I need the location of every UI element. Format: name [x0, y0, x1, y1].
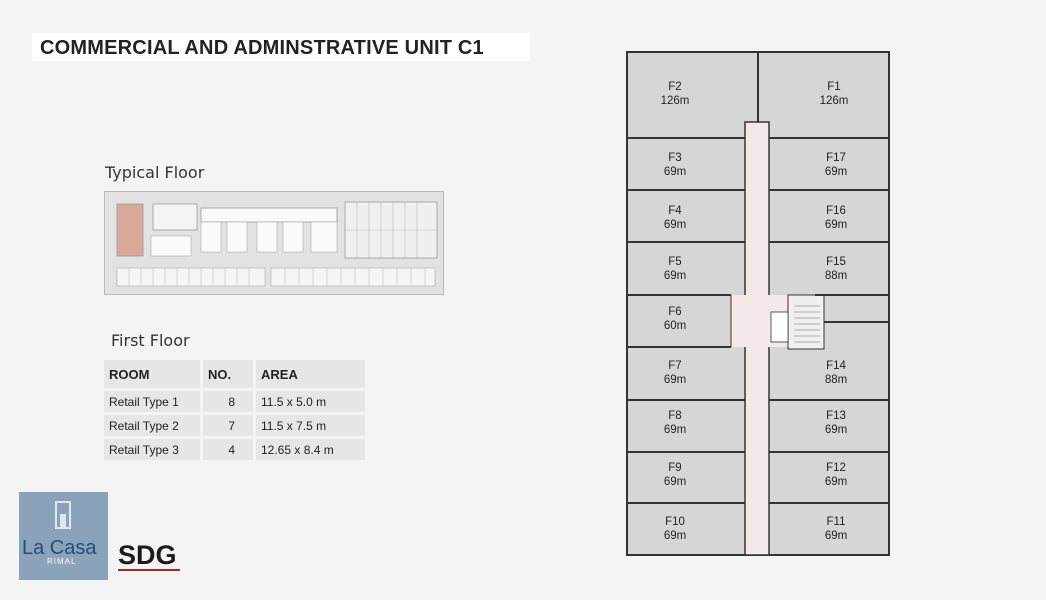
unit-label-f14: F14 [826, 360, 846, 372]
table-row: Retail Type 2 7 11.5 x 7.5 m [104, 415, 365, 436]
unit-area-f2: 126m [661, 95, 690, 107]
la-casa-wordmark: La Casa [22, 537, 97, 559]
unit-area-f4: 69m [664, 219, 686, 231]
cell-area: 12.65 x 8.4 m [253, 439, 365, 460]
unit-label-f4: F4 [668, 205, 682, 217]
unit-label-f11: F11 [827, 516, 846, 528]
unit-label-f7: F7 [668, 360, 681, 372]
sdg-wordmark: SDG [118, 540, 177, 570]
cell-area: 11.5 x 7.5 m [253, 415, 365, 436]
unit-area-f17: 69m [825, 166, 847, 178]
cell-no: 8 [200, 391, 253, 412]
unit-label-f15: F15 [826, 256, 846, 268]
unit-c1-floor-plan: F2 126m F1 126m F3 69m F17 69m F4 69m F1… [626, 51, 890, 556]
unit-label-f9: F9 [668, 462, 681, 474]
unit-area-f7: 69m [664, 374, 686, 386]
unit-label-f8: F8 [668, 410, 681, 422]
cell-room: Retail Type 2 [104, 415, 200, 436]
unit-area-f5: 69m [664, 270, 686, 282]
unit-area-f9: 69m [664, 476, 686, 488]
first-floor-label: First Floor [111, 331, 190, 350]
unit-label-f1: F1 [827, 81, 840, 93]
cell-room: Retail Type 1 [104, 391, 200, 412]
table-header-row: ROOM NO. AREA [104, 360, 365, 388]
header-no: NO. [200, 360, 253, 388]
cell-no: 7 [200, 415, 253, 436]
unit-area-f14: 88m [825, 374, 847, 386]
unit-label-f17: F17 [826, 152, 846, 164]
site-plan-drawing [116, 201, 438, 287]
cell-no: 4 [200, 439, 253, 460]
rimal-wordmark: RIMAL [47, 557, 76, 566]
header-room: ROOM [104, 360, 200, 388]
unit-area-f6: 60m [664, 320, 686, 332]
unit-area-f1: 126m [820, 95, 849, 107]
unit-area-f16: 69m [825, 219, 847, 231]
sdg-logo: SDG [114, 536, 184, 578]
unit-area-f11: 69m [825, 530, 847, 542]
unit-area-f13: 69m [825, 424, 847, 436]
floor-plan-base [626, 51, 890, 556]
unit-area-f15: 88m [825, 270, 847, 282]
unit-area-f10: 69m [664, 530, 686, 542]
cell-area: 11.5 x 5.0 m [253, 391, 365, 412]
unit-label-f10: F10 [665, 516, 685, 528]
table-row: Retail Type 1 8 11.5 x 5.0 m [104, 391, 365, 412]
unit-area-f3: 69m [664, 166, 686, 178]
header-area: AREA [253, 360, 365, 388]
typical-floor-label: Typical Floor [105, 163, 205, 182]
unit-label-f6: F6 [668, 306, 681, 318]
page-title: COMMERCIAL AND ADMINSTRATIVE UNIT C1 [40, 37, 484, 59]
unit-area-f8: 69m [664, 424, 686, 436]
unit-label-f12: F12 [826, 462, 846, 474]
unit-label-f2: F2 [668, 81, 681, 93]
first-floor-area-table: ROOM NO. AREA Retail Type 1 8 11.5 x 5.0… [104, 357, 365, 463]
unit-label-f3: F3 [668, 152, 681, 164]
cell-room: Retail Type 3 [104, 439, 200, 460]
unit-label-f13: F13 [826, 410, 846, 422]
title-band: COMMERCIAL AND ADMINSTRATIVE UNIT C1 [32, 33, 530, 61]
unit-partitions [627, 52, 889, 504]
la-casa-rimal-logo: La Casa RIMAL [19, 492, 108, 580]
table-row: Retail Type 3 4 12.65 x 8.4 m [104, 439, 365, 460]
unit-area-f12: 69m [825, 476, 847, 488]
unit-label-f5: F5 [668, 256, 681, 268]
unit-label-f16: F16 [826, 205, 846, 217]
typical-floor-site-plan [104, 191, 444, 295]
